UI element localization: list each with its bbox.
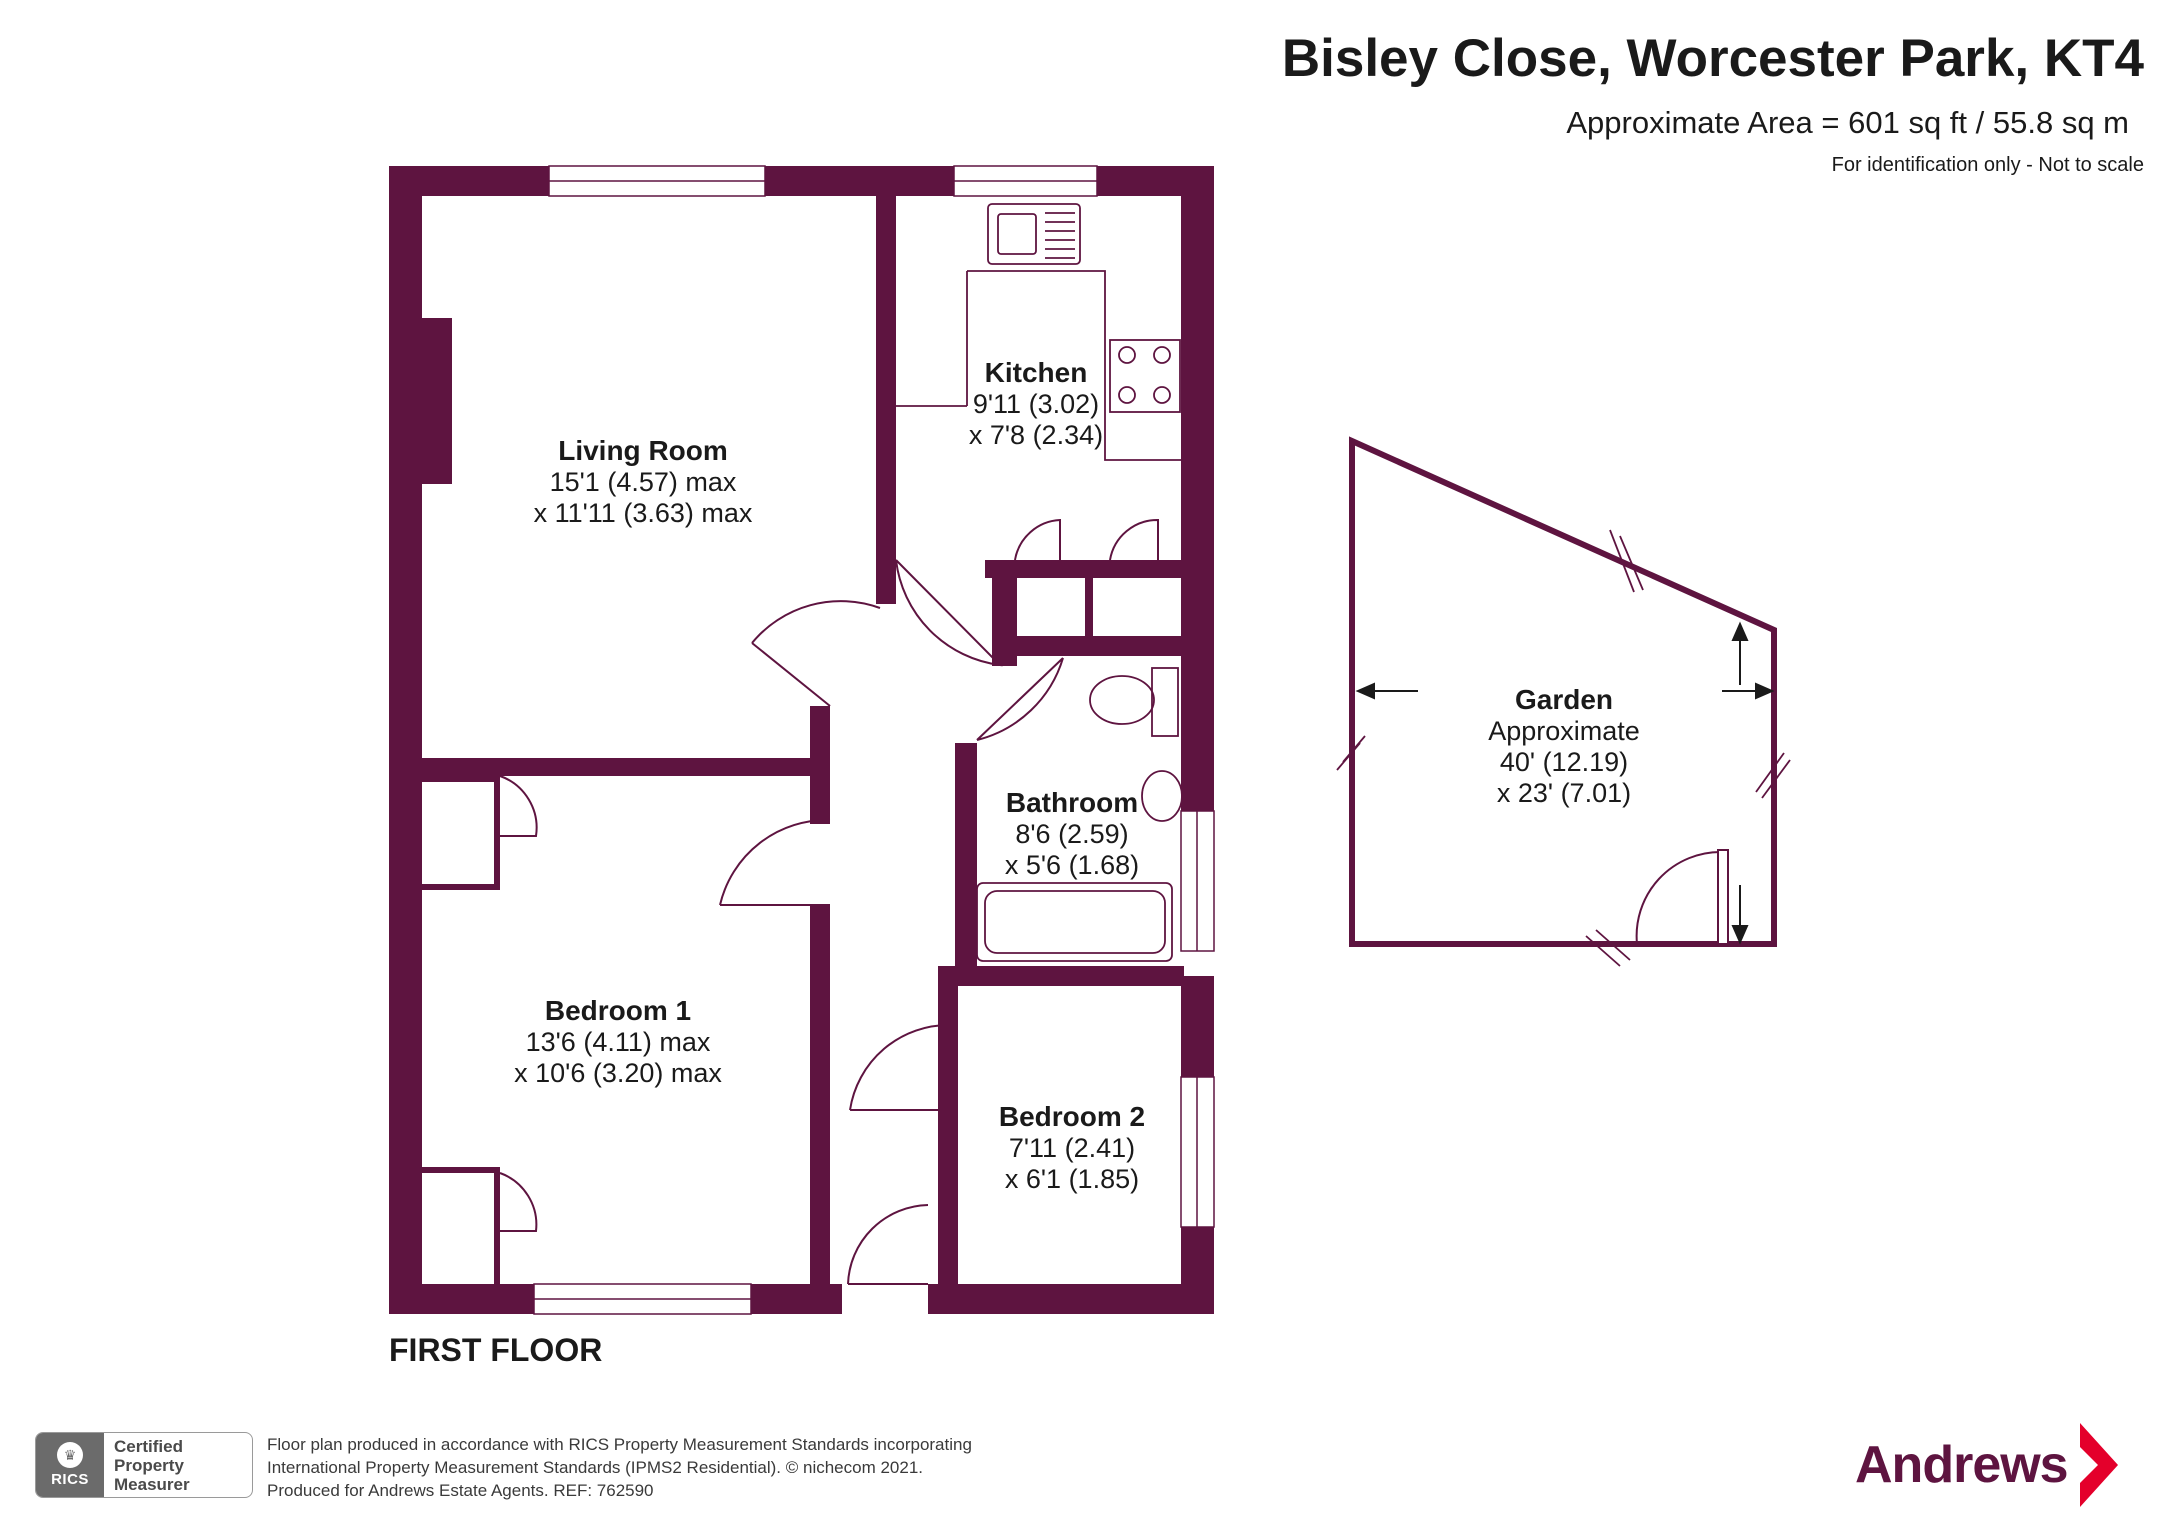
chevron-right-icon xyxy=(2079,1423,2118,1507)
rics-cert-line: Certified xyxy=(114,1437,183,1456)
garden-dim1: 40' (12.19) xyxy=(1500,747,1628,777)
garden-marks xyxy=(1336,529,1791,967)
living-room-dim2: x 11'11 (3.63) max xyxy=(534,498,753,528)
footer-line: Produced for Andrews Estate Agents. REF:… xyxy=(267,1481,654,1500)
basin-icon xyxy=(1141,770,1183,822)
garden-gate xyxy=(1635,849,1729,945)
bedroom2-dim2: x 6'1 (1.85) xyxy=(1005,1164,1139,1194)
rics-badge: ♛ RICS Certified Property Measurer xyxy=(35,1432,253,1498)
living-room-dim1: 15'1 (4.57) max xyxy=(550,467,737,497)
garden-name: Garden xyxy=(1515,684,1613,715)
bedroom1-dim1: 13'6 (4.11) max xyxy=(526,1027,711,1057)
floor-label: FIRST FLOOR xyxy=(389,1332,603,1368)
rics-cert-line: Property xyxy=(114,1456,184,1475)
bathroom-name: Bathroom xyxy=(1006,787,1138,818)
approximate-area: Approximate Area = 601 sq ft / 55.8 sq m xyxy=(1566,105,2129,140)
living-room-name: Living Room xyxy=(558,435,728,466)
bedroom1-dim2: x 10'6 (3.20) max xyxy=(514,1058,722,1088)
rics-logo: ♛ RICS xyxy=(36,1433,104,1497)
rics-certification: Certified Property Measurer xyxy=(104,1433,252,1497)
toilet-icon xyxy=(1089,675,1155,725)
rics-logo-text: RICS xyxy=(51,1471,89,1488)
lion-emblem-icon: ♛ xyxy=(57,1442,83,1468)
identification-note: For identification only - Not to scale xyxy=(1831,154,2144,176)
bedroom1-name: Bedroom 1 xyxy=(545,995,691,1026)
kitchen-name: Kitchen xyxy=(985,357,1088,388)
footer-line: International Property Measurement Stand… xyxy=(267,1458,924,1477)
room-labels: Living Room 15'1 (4.57) max x 11'11 (3.6… xyxy=(514,357,1640,1194)
brand-name: Andrews xyxy=(1855,1436,2069,1494)
garden-arrows xyxy=(1355,621,1775,945)
kitchen-dim1: 9'11 (3.02) xyxy=(973,389,1099,419)
garden-dim2: x 23' (7.01) xyxy=(1497,778,1631,808)
brand-logo: Andrews xyxy=(1855,1423,2122,1507)
kitchen-dim2: x 7'8 (2.34) xyxy=(969,420,1103,450)
rics-cert-line: Measurer xyxy=(114,1475,190,1494)
windows xyxy=(533,165,1215,1315)
bathroom-dim1: 8'6 (2.59) xyxy=(1015,819,1128,849)
bathroom-dim2: x 5'6 (1.68) xyxy=(1005,850,1139,880)
footer-line: Floor plan produced in accordance with R… xyxy=(267,1435,972,1454)
door-swings xyxy=(499,518,1159,1285)
hob-icon xyxy=(1109,339,1181,413)
bedroom2-name: Bedroom 2 xyxy=(999,1101,1145,1132)
garden-line1: Approximate xyxy=(1488,716,1640,746)
bedroom2-dim1: 7'11 (2.41) xyxy=(1009,1133,1135,1163)
bath-icon xyxy=(976,882,1173,962)
sink-icon xyxy=(987,203,1081,265)
fixtures xyxy=(896,203,1183,962)
property-title: Bisley Close, Worcester Park, KT4 xyxy=(1281,29,2144,88)
footer-note: Floor plan produced in accordance with R… xyxy=(267,1433,972,1502)
